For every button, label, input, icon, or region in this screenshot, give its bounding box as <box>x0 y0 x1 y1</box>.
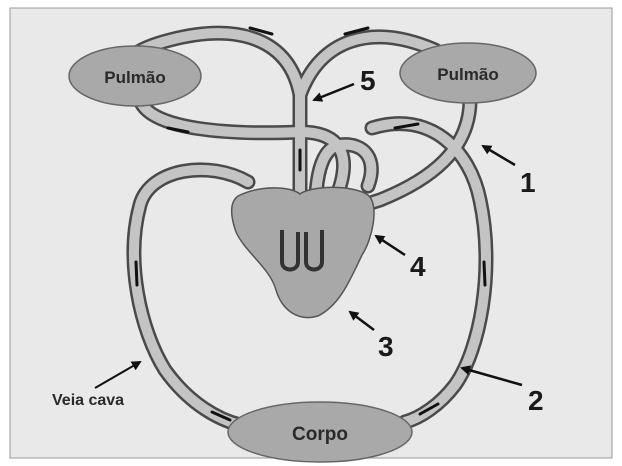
lung-left-label: Pulmão <box>104 68 165 87</box>
label-2: 2 <box>528 385 544 416</box>
label-1: 1 <box>520 167 536 198</box>
label-4: 4 <box>410 251 426 282</box>
label-5: 5 <box>360 65 376 96</box>
vena-cava-label: Veia cava <box>52 392 124 409</box>
lung-right-label: Pulmão <box>437 65 498 84</box>
body-label: Corpo <box>292 424 348 445</box>
label-3: 3 <box>378 331 394 362</box>
